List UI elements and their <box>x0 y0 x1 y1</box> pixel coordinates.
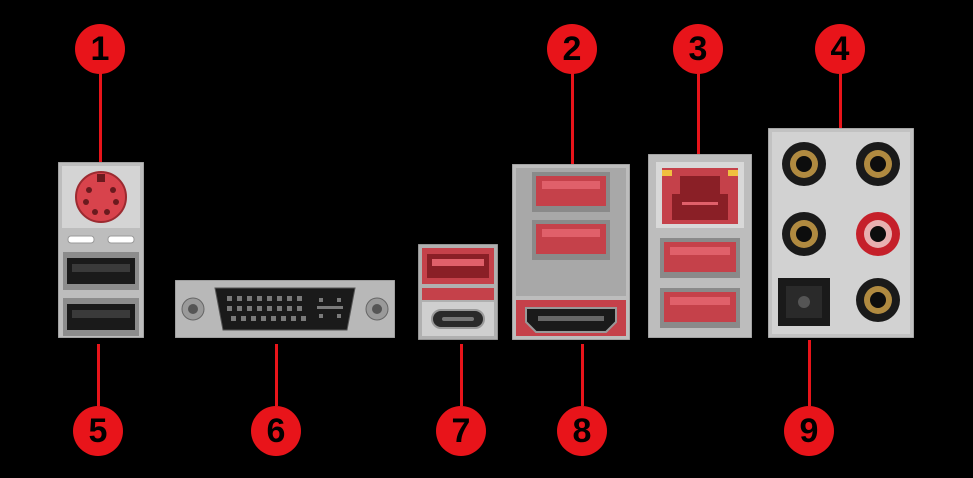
leader-line-3 <box>697 72 700 154</box>
audio-jack-icon <box>856 278 900 322</box>
ps2-port-icon <box>75 171 127 223</box>
leader-line-7 <box>460 344 463 406</box>
callout-4: 4 <box>815 24 865 74</box>
leader-line-1 <box>99 72 102 162</box>
callout-7: 7 <box>436 406 486 456</box>
leader-line-4 <box>839 72 842 128</box>
usb-a-port-icon <box>63 252 139 290</box>
audio-jack-icon <box>782 212 826 256</box>
usb-hdmi-stack <box>512 164 630 340</box>
leader-line-8 <box>581 344 584 406</box>
callout-8: 8 <box>557 406 607 456</box>
usb-a-port-icon <box>532 220 610 260</box>
ps2-usb-port-stack <box>58 162 144 338</box>
usb-a-port-icon <box>660 238 740 278</box>
ethernet-port-icon <box>656 162 744 228</box>
audio-jack-icon <box>856 142 900 186</box>
usb-c-port-icon <box>431 309 485 329</box>
usb-a-usb-c-stack <box>418 244 498 340</box>
usb-a-port-icon <box>63 298 139 336</box>
usb-a-port-icon <box>422 248 494 284</box>
callout-3: 3 <box>673 24 723 74</box>
leader-line-5 <box>97 344 100 406</box>
usb-a-port-icon <box>532 172 610 212</box>
lan-usb-stack <box>648 154 752 338</box>
dvi-connector-icon <box>214 287 356 331</box>
hdmi-port-icon <box>525 307 617 333</box>
dvi-port <box>175 280 395 338</box>
audio-jack-mic-icon <box>856 212 900 256</box>
callout-5: 5 <box>73 406 123 456</box>
callout-6: 6 <box>251 406 301 456</box>
audio-port-block <box>768 128 914 338</box>
audio-jack-icon <box>782 142 826 186</box>
optical-spdif-port-icon <box>778 278 830 326</box>
leader-line-6 <box>275 344 278 406</box>
leader-line-9 <box>808 340 811 406</box>
callout-2: 2 <box>547 24 597 74</box>
leader-line-2 <box>571 72 574 164</box>
callout-1: 1 <box>75 24 125 74</box>
usb-a-port-icon <box>660 288 740 328</box>
callout-9: 9 <box>784 406 834 456</box>
